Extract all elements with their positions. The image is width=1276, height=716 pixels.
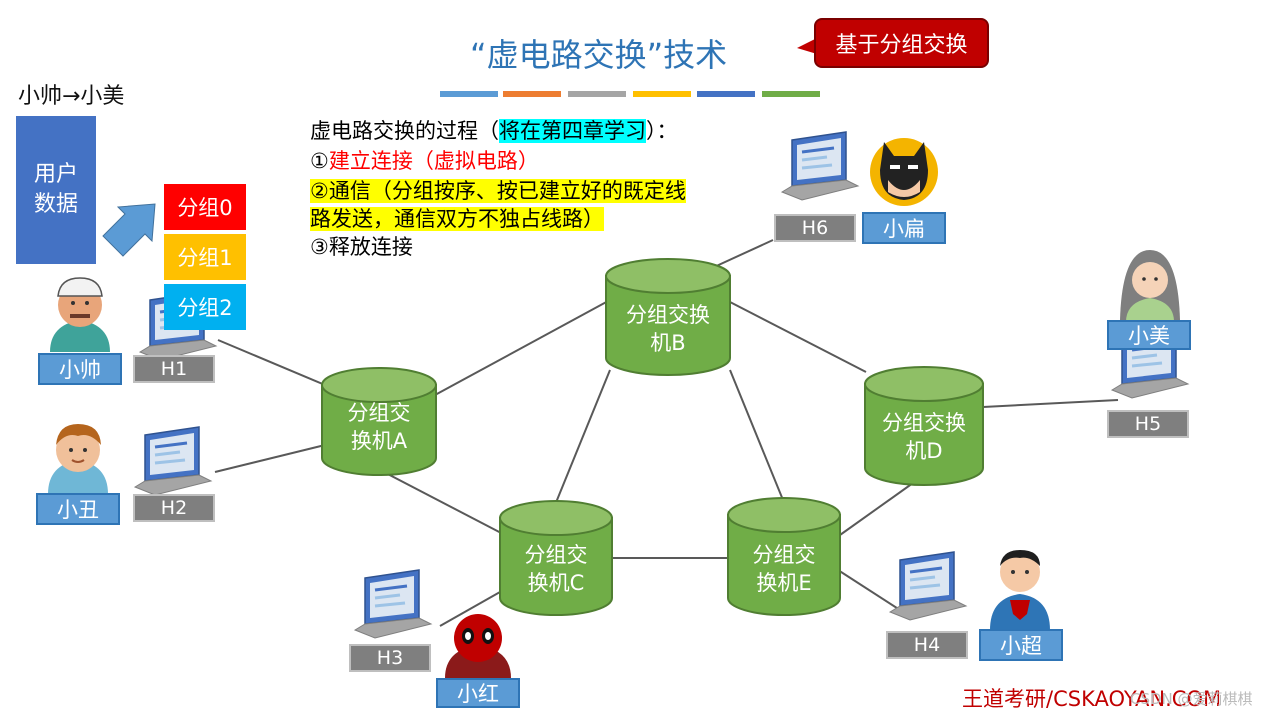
process-step-2-line-1: ②通信（分组按序、按已建立好的既定线 <box>310 176 686 206</box>
host-label-h5: H5 <box>1107 410 1189 438</box>
switch-b: 分组交换 机B <box>605 258 731 376</box>
packet-0: 分组0 <box>164 184 246 230</box>
switch-a: 分组交 换机A <box>321 367 437 476</box>
switch-b-label-2: 机B <box>650 331 685 355</box>
callout-pointer <box>797 38 817 54</box>
host-label-h1: H1 <box>133 355 215 383</box>
link-b-c <box>554 369 611 506</box>
person-label-xiaochao: 小超 <box>979 629 1063 661</box>
avatar-xiaochou <box>48 424 108 494</box>
laptop-icon-h3 <box>353 568 433 640</box>
host-label-h3: H3 <box>349 644 431 672</box>
packet-1: 分组1 <box>164 234 246 280</box>
link-c-h3 <box>439 591 501 627</box>
person-label-xiaomei: 小美 <box>1107 320 1191 350</box>
process-step-2-line-2: 路发送，通信双方不独占线路） <box>310 204 604 234</box>
avatar-xiaoshuai <box>50 277 110 352</box>
accent-bar-2 <box>503 91 561 97</box>
link-b-d <box>729 301 867 373</box>
switch-a-label-2: 换机A <box>351 429 408 453</box>
flow-label: 小帅→小美 <box>18 84 125 109</box>
host-label-h4: H4 <box>886 631 968 659</box>
laptop-icon-h4 <box>888 550 968 622</box>
packet-2-label: 分组2 <box>177 296 233 320</box>
accent-bar-3 <box>568 91 626 97</box>
process-heading-pre: 虚电路交换的过程（ <box>310 119 499 143</box>
packet-1-label: 分组1 <box>177 246 233 270</box>
link-b-e <box>729 369 784 501</box>
avatar-xiaomei <box>1120 250 1180 322</box>
footer-watermark: CSDN @爱莉棋棋 <box>1130 690 1253 708</box>
process-step-3: ③释放连接 <box>310 235 413 259</box>
step-1-number: ① <box>310 149 329 173</box>
accent-bar-6 <box>762 91 820 97</box>
switch-d-label-2: 机D <box>905 439 942 463</box>
link-h1-a <box>217 339 326 386</box>
link-e-h4 <box>837 569 901 611</box>
laptop-icon-h6 <box>780 130 860 202</box>
switch-e: 分组交 换机E <box>727 497 841 616</box>
avatar-xiaochao <box>990 550 1050 630</box>
host-label-h6: H6 <box>774 214 856 242</box>
switch-e-label-2: 换机E <box>756 571 811 595</box>
link-b-h6 <box>711 239 774 269</box>
switch-c: 分组交 换机C <box>499 500 613 616</box>
step-2-text-2: 路发送，通信双方不独占线路） <box>310 207 604 231</box>
switch-a-label-1: 分组交 <box>348 401 411 425</box>
accent-bar-1 <box>440 91 498 97</box>
step-2-text-1: ②通信（分组按序、按已建立好的既定线 <box>310 179 686 203</box>
network-links <box>214 239 1119 627</box>
person-label-xiaoshuai: 小帅 <box>38 353 122 385</box>
person-label-xiaochou: 小丑 <box>36 493 120 525</box>
switch-b-label-1: 分组交换 <box>626 303 710 327</box>
user-data-label: 用户数据 <box>33 162 78 217</box>
accent-bar-5 <box>697 91 755 97</box>
user-data-block: 用户数据 <box>16 116 96 264</box>
process-step-1: ①建立连接（虚拟电路） <box>310 146 539 176</box>
link-a-c <box>379 469 506 536</box>
link-d-h5 <box>982 399 1119 408</box>
person-label-xiaobian: 小扁 <box>862 212 946 244</box>
link-e-d <box>839 477 921 536</box>
switch-d: 分组交换 机D <box>864 366 984 486</box>
switch-c-label-2: 换机C <box>528 571 585 595</box>
laptop-icon-h2 <box>133 425 213 497</box>
footer-brand: 王道考研/CSKAOYAN.COM <box>962 687 1222 711</box>
person-label-xiaohong: 小红 <box>436 678 520 708</box>
process-heading-highlight: 将在第四章学习 <box>499 119 646 143</box>
step-1-text: 建立连接（虚拟电路） <box>328 149 539 173</box>
packet-2: 分组2 <box>164 284 246 330</box>
switch-c-label-1: 分组交 <box>525 543 588 567</box>
link-h2-a <box>214 444 326 473</box>
split-arrow <box>102 203 156 257</box>
process-heading-post: ）： <box>646 119 678 143</box>
accent-bar-4 <box>633 91 691 97</box>
page-title: “虚电路交换”技术 <box>470 36 728 74</box>
link-a-b <box>434 299 611 396</box>
host-label-h2: H2 <box>133 494 215 522</box>
switch-e-label-1: 分组交 <box>753 543 816 567</box>
avatar-xiaohong <box>445 614 511 678</box>
process-heading: 虚电路交换的过程（将在第四章学习）： <box>310 116 678 146</box>
avatar-xiaobian <box>870 138 938 206</box>
callout-packet-switching: 基于分组交换 <box>814 18 989 68</box>
switch-d-label-1: 分组交换 <box>882 411 966 435</box>
packet-0-label: 分组0 <box>177 196 233 220</box>
